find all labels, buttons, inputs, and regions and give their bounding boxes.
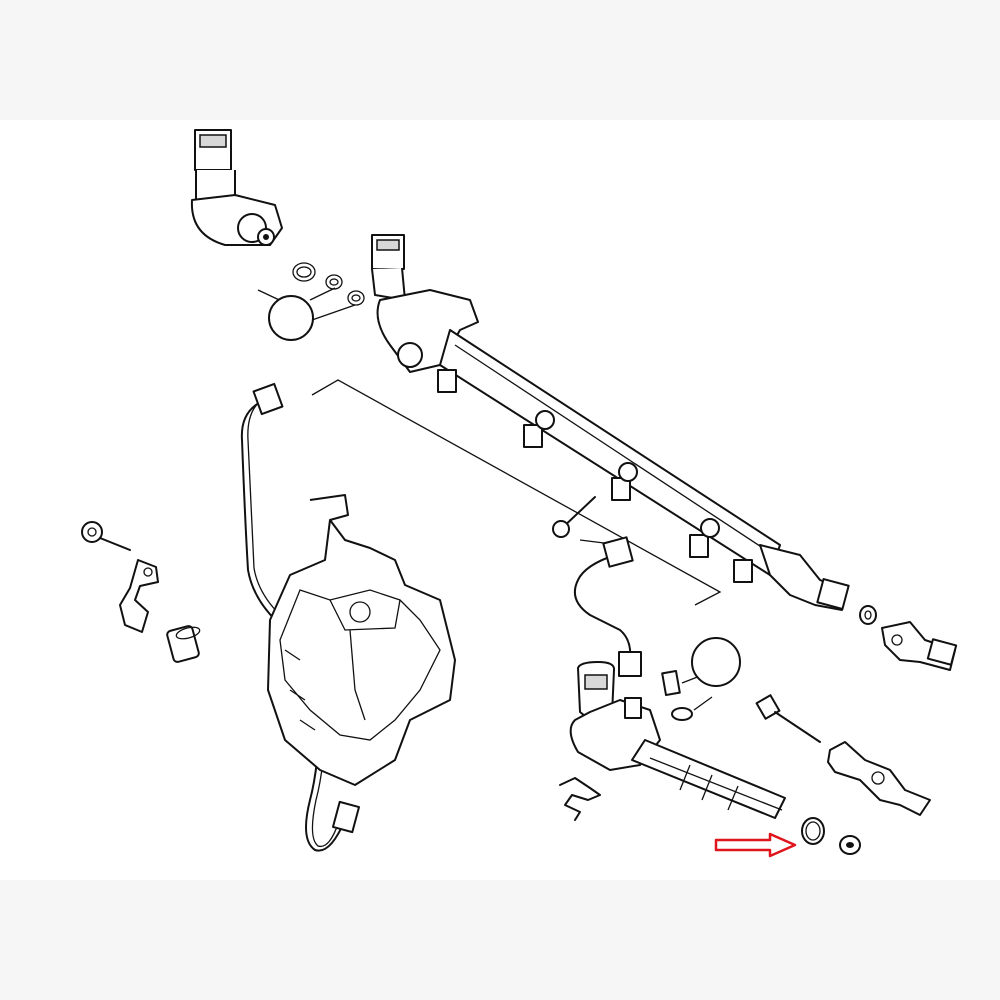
seal-ring-11-icon [859,605,877,625]
bolt-83-icon [755,694,821,743]
footer-band [0,880,1000,1000]
header-band [0,0,1000,120]
seal-washer-68-icon[interactable] [801,817,825,845]
clamp-bracket-77-icon [827,741,931,816]
fuel-pump-icon [267,494,456,786]
injector-line-53-icon [574,536,642,677]
sleeve-41-icon [166,625,201,663]
pressure-sensor-17-icon [881,621,958,671]
clamp-35-icon [119,559,159,633]
callout-circle-74 [691,637,741,687]
bolt-47-icon [81,521,131,551]
fitting-74-icon [661,669,713,721]
pressure-regulator-valve-icon[interactable] [190,129,283,246]
clip-65-icon [559,777,601,821]
injector-icon[interactable] [569,661,786,819]
fuel-rail-icon[interactable] [371,234,850,611]
washer-71-icon [839,835,861,855]
seal-rings-icon [257,262,365,321]
callout-circle-24 [268,295,314,341]
arrow-right-icon [714,832,797,858]
